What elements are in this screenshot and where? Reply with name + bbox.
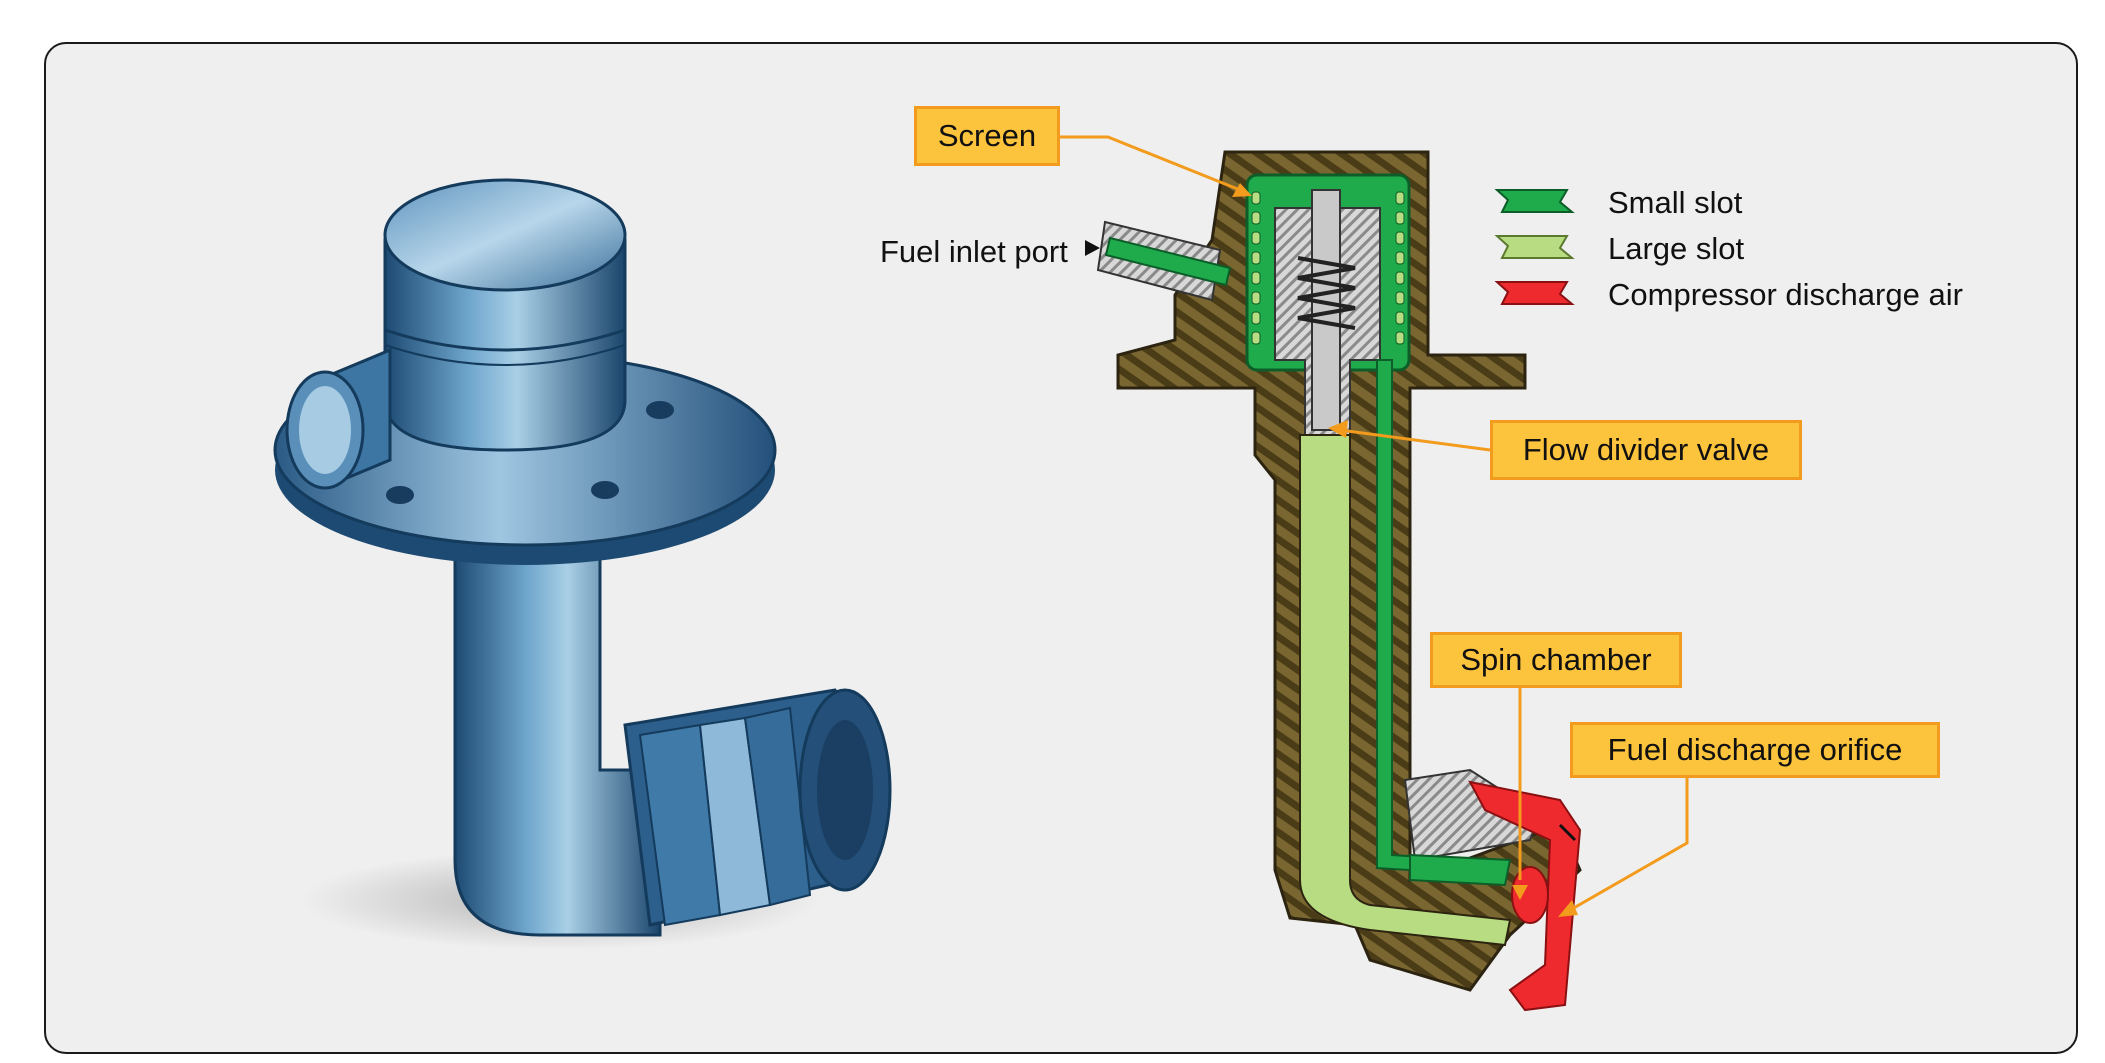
leader-flow-divider	[1339, 428, 1491, 452]
callout-screen: Screen	[914, 106, 1060, 166]
callout-spin-chamber: Spin chamber	[1430, 632, 1682, 688]
legend-swatches	[1494, 189, 1575, 305]
legend-swatch-large-slot	[1494, 235, 1575, 259]
callout-flow-divider-valve: Flow divider valve	[1490, 420, 1802, 480]
legend-swatch-compressor-air	[1494, 281, 1575, 305]
leader-screen	[1060, 135, 1241, 192]
leader-lines	[1060, 135, 1689, 915]
label-fuel-inlet-port: Fuel inlet port	[880, 234, 1068, 269]
cutaway-section	[1096, 150, 1582, 1012]
callout-fuel-discharge-orifice: Fuel discharge orifice	[1570, 722, 1940, 778]
legend-label-compressor-discharge-air: Compressor discharge air	[1608, 277, 1963, 312]
legend-label-small-slot: Small slot	[1608, 185, 1743, 220]
leader-arrowheads	[1232, 183, 1578, 917]
legend-swatch-small-slot	[1494, 189, 1575, 213]
leader-discharge-orifice	[1564, 778, 1689, 915]
nozzle-illustration	[273, 178, 892, 950]
legend-label-large-slot: Large slot	[1608, 231, 1745, 266]
fuel-inlet-arrow	[1085, 240, 1100, 256]
